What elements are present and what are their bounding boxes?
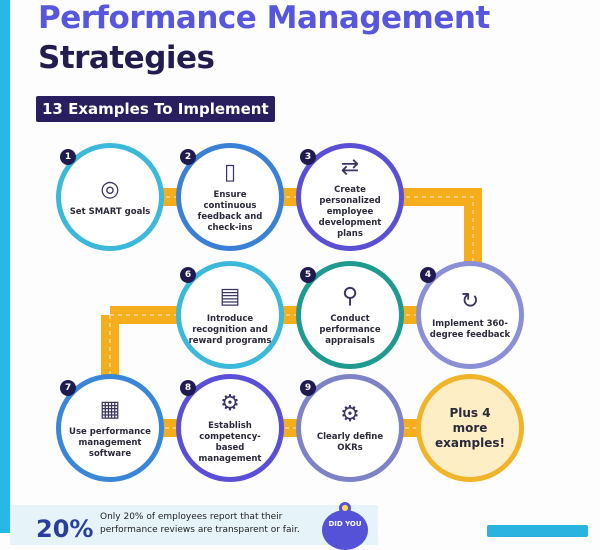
gears-cycle-icon: ⚙: [340, 402, 360, 427]
subtitle-badge: 13 Examples To Implement: [36, 96, 275, 122]
step-number-badge: 4: [420, 267, 436, 283]
lightbulb-icon: ●: [339, 502, 351, 514]
phone-feedback-icon: ▯: [223, 160, 237, 185]
more-examples-label: Plus 4 more examples!: [435, 405, 505, 450]
step-label: Implement 360-degree feedback: [429, 319, 511, 340]
fact-text: Only 20% of employees report that their …: [100, 512, 300, 535]
step-8-circle: ⚙ Establish competency-based management: [176, 374, 284, 482]
page-title: Performance Management: [38, 0, 490, 36]
step-label: Establish competency-based management: [198, 421, 262, 464]
step-label: Set SMART goals: [69, 206, 151, 217]
magnifier-person-icon: ⚲: [341, 283, 359, 309]
page-title-line2: Strategies: [38, 40, 215, 76]
certificate-icon: ▤: [219, 283, 241, 309]
step-6-circle: ▤ Introduce recognition and reward progra…: [176, 261, 284, 369]
step-number-badge: 3: [300, 149, 316, 165]
path-segment-row1: [110, 188, 482, 324]
left-accent-bar: [0, 0, 10, 533]
did-you-know-badge: DID YOU: [322, 510, 368, 550]
step-4-circle: ↻ Implement 360-degree feedback: [416, 261, 524, 369]
step-label: Conduct performance appraisals: [319, 313, 381, 346]
path-segment-row2: [101, 315, 470, 437]
path-dashes-row2: [109, 315, 470, 429]
step-number-badge: 6: [180, 267, 196, 283]
step-number-badge: 9: [300, 380, 316, 396]
step-7-circle: ▦ Use performance management software: [56, 374, 164, 482]
dashboard-chart-icon: ▦: [99, 396, 121, 422]
step-number-badge: 5: [300, 267, 316, 283]
step-label: Ensure continuous feedback and check-ins: [197, 190, 263, 233]
checklist-gear-icon: ⚙: [220, 391, 240, 416]
more-examples-circle[interactable]: Plus 4 more examples!: [416, 374, 524, 482]
step-number-badge: 1: [60, 149, 76, 165]
step-label: Introduce recognition and reward program…: [188, 313, 272, 346]
step-number-badge: 8: [180, 380, 196, 396]
step-label: Clearly define OKRs: [316, 432, 384, 453]
step-number-badge: 2: [180, 149, 196, 165]
step-label: Use performance management software: [69, 426, 151, 459]
step-number-badge: 7: [60, 380, 76, 396]
step-5-circle: ⚲ Conduct performance appraisals: [296, 261, 404, 369]
roadmap-icon: ⇄: [340, 154, 360, 180]
step-label: Create personalized employee development…: [318, 184, 382, 239]
fact-percent: 20%: [36, 515, 94, 543]
footer-button[interactable]: [487, 525, 588, 537]
360-feedback-icon: ↻: [460, 289, 480, 314]
target-icon: ◎: [100, 176, 120, 202]
